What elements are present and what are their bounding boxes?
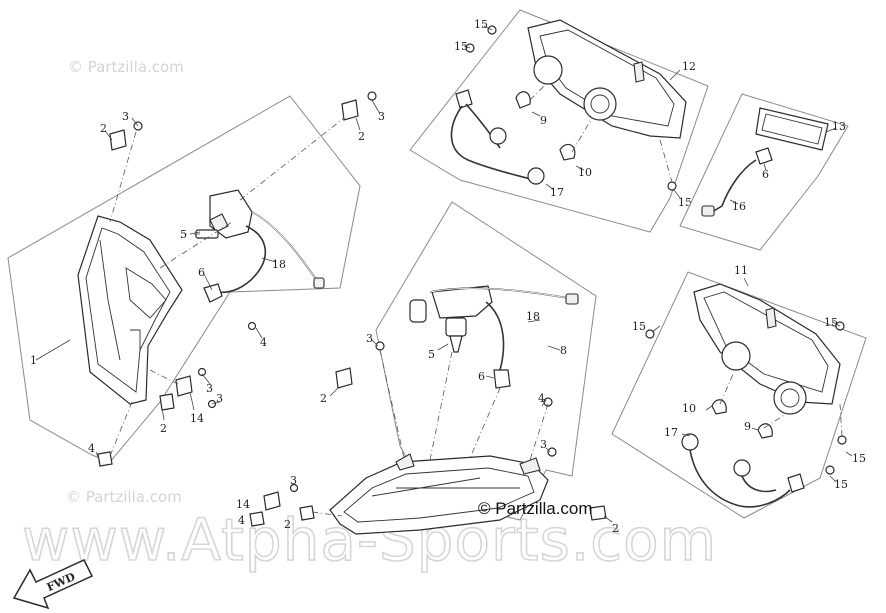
watermark-bottom-left: © Partzilla.com <box>66 488 182 506</box>
callout-3-b: 3 <box>378 110 385 123</box>
callout-3-c: 3 <box>206 382 213 395</box>
callout-4-c: 4 <box>538 392 545 405</box>
callout-14-b: 14 <box>236 498 250 511</box>
callout-8: 8 <box>560 344 567 357</box>
callout-15-e: 15 <box>824 316 838 329</box>
callout-11: 11 <box>734 264 748 277</box>
callout-6-a: 6 <box>198 266 205 279</box>
top-taillight-wiring <box>450 25 677 191</box>
left-socket-assembly <box>195 189 325 303</box>
callout-17-a: 17 <box>550 186 564 199</box>
fwd-direction-arrow: FWD <box>12 559 94 610</box>
callout-4-a: 4 <box>260 336 267 349</box>
callout-2-b: 2 <box>358 130 365 143</box>
left-group-box <box>7 95 361 463</box>
callout-3-a: 3 <box>122 110 129 123</box>
callout-3-e: 3 <box>366 332 373 345</box>
watermark-center: © Partzilla.com <box>478 499 593 518</box>
right-taillight-housing <box>693 283 841 415</box>
callout-17-b: 17 <box>664 426 678 439</box>
right-taillight-group: 15 15 11 10 9 17 15 15 <box>611 264 867 519</box>
callout-2-a: 2 <box>100 122 107 135</box>
center-headlight-lens <box>329 453 549 535</box>
callout-15-a: 15 <box>474 18 488 31</box>
left-fasteners <box>97 91 377 467</box>
marker-light-group: 13 6 16 <box>679 93 849 251</box>
callout-15-g: 15 <box>834 478 848 491</box>
callout-15-c: 15 <box>678 196 692 209</box>
callout-4-d: 4 <box>238 514 245 527</box>
callout-15-f: 15 <box>852 452 866 465</box>
marker-group-box <box>679 93 849 251</box>
callout-6-b: 6 <box>478 370 485 383</box>
top-taillight-housing <box>527 19 687 139</box>
callout-2-c: 2 <box>160 422 167 435</box>
watermark-top-left: © Partzilla.com <box>68 58 184 76</box>
callout-15-b: 15 <box>454 40 468 53</box>
callout-5-b: 5 <box>428 348 435 361</box>
callout-14-a: 14 <box>190 412 204 425</box>
callout-9-a: 9 <box>540 114 547 127</box>
callout-6-c: 6 <box>762 168 769 181</box>
callout-18-b: 18 <box>526 310 540 323</box>
callout-10-b: 10 <box>682 402 696 415</box>
callout-3-f: 3 <box>540 438 547 451</box>
callout-12: 12 <box>682 60 696 73</box>
right-group-box <box>611 271 867 519</box>
callout-18-a: 18 <box>272 258 286 271</box>
callout-2-f: 2 <box>284 518 291 531</box>
callout-2-e: 2 <box>612 522 619 535</box>
callout-1: 1 <box>30 354 37 367</box>
callout-13: 13 <box>832 120 846 133</box>
callout-2-d: 2 <box>320 392 327 405</box>
top-taillight-group: 15 15 12 9 10 17 15 <box>409 9 709 233</box>
left-headlight-group: 1 2 3 2 3 5 6 18 4 3 3 14 2 4 <box>7 91 385 467</box>
marker-light-lens <box>755 107 829 151</box>
top-group-box <box>409 9 709 233</box>
callout-3-d: 3 <box>216 392 223 405</box>
callout-9-b: 9 <box>744 420 751 433</box>
callout-10-a: 10 <box>578 166 592 179</box>
center-headlight-group: 5 6 18 8 3 2 4 3 2 3 14 4 2 <box>236 201 619 535</box>
callout-15-d: 15 <box>632 320 646 333</box>
callout-4-b: 4 <box>88 442 95 455</box>
center-socket-assembly <box>409 285 579 389</box>
callout-5-a: 5 <box>180 228 187 241</box>
left-headlight-lens <box>77 215 183 405</box>
callout-16: 16 <box>732 200 746 213</box>
callout-3-g: 3 <box>290 474 297 487</box>
